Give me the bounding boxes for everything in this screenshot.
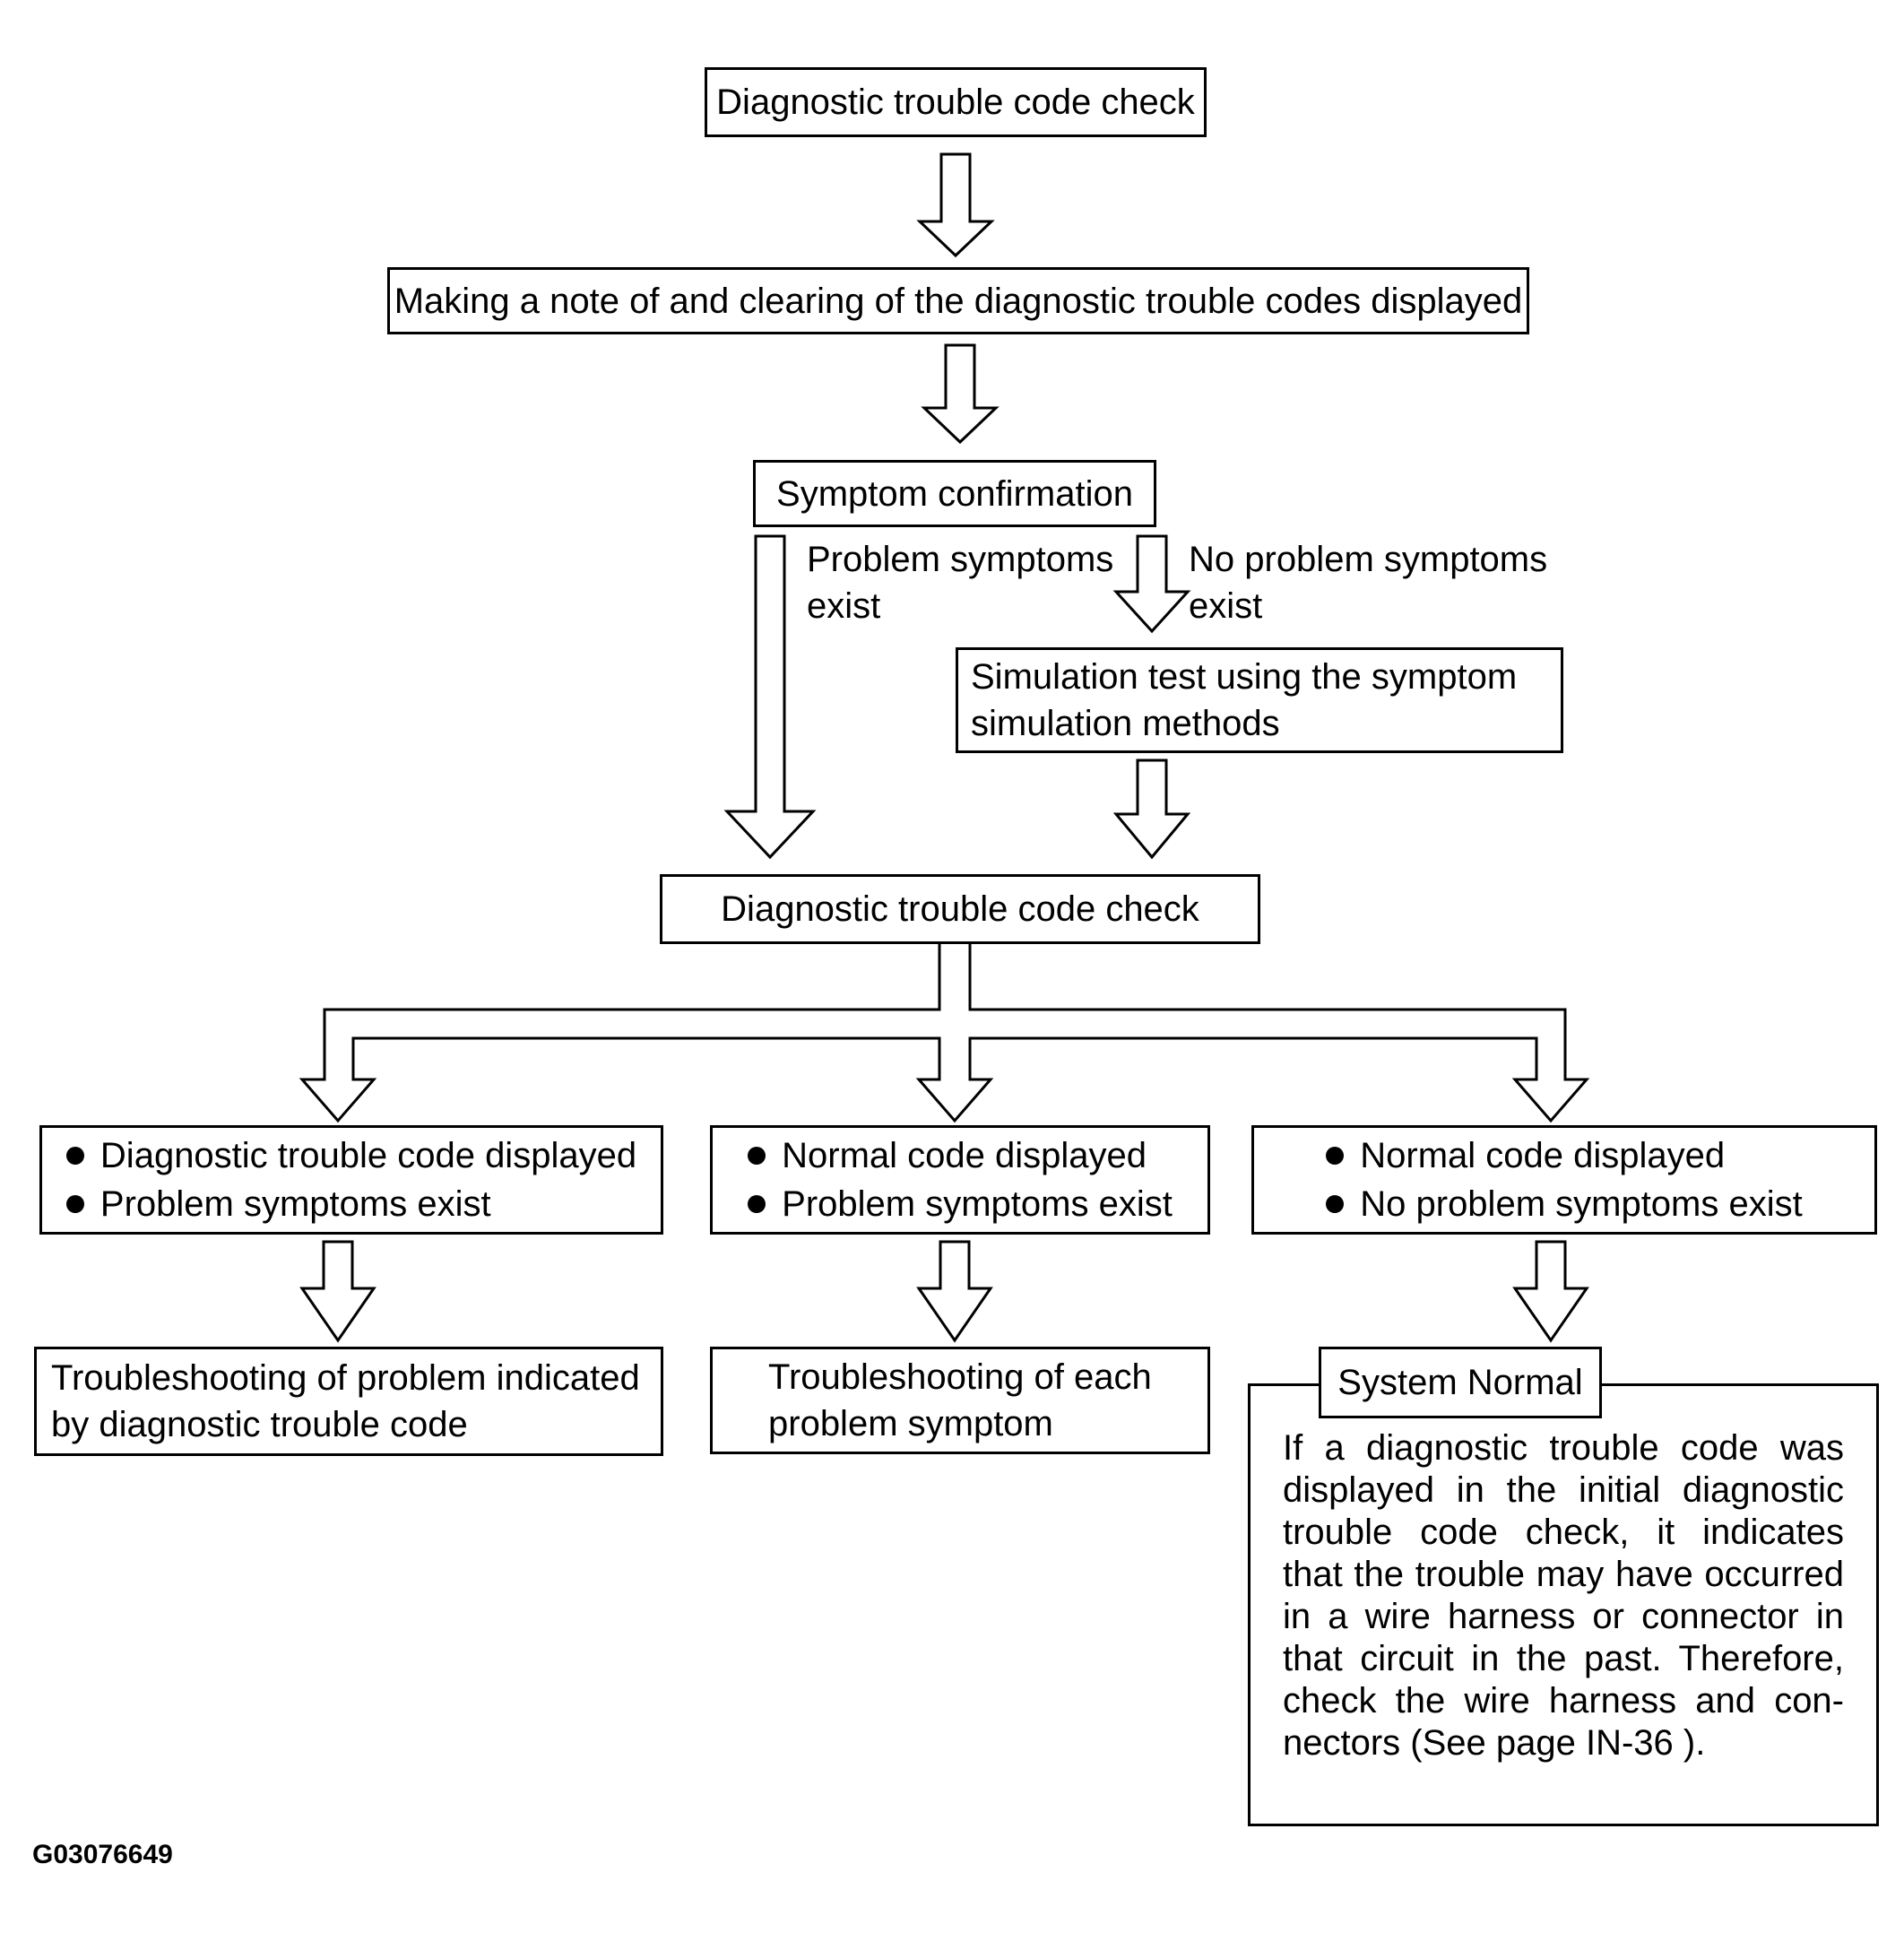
result-troubleshooting-by-dtc-line2: by diagnostic trouble code bbox=[51, 1405, 468, 1444]
step-dtc-check-1-label: Diagnostic trouble code check bbox=[716, 82, 1195, 122]
figure-id: G03076649 bbox=[32, 1840, 173, 1869]
bullet-icon bbox=[748, 1195, 766, 1213]
down-arrow-icon bbox=[921, 343, 1000, 445]
result-troubleshooting-by-dtc: Troubleshooting of problem indicated by … bbox=[34, 1347, 663, 1456]
system-normal-note-line: If a diagnostic trouble code was bbox=[1283, 1428, 1844, 1468]
outcome-item-label: No problem symptoms exist bbox=[1360, 1184, 1803, 1224]
step-dtc-check-2: Diagnostic trouble code check bbox=[660, 874, 1260, 944]
result-troubleshooting-each-symptom-line2: problem symptom bbox=[768, 1404, 1053, 1443]
outcome-item: Normal code displayed bbox=[1326, 1131, 1802, 1180]
outcome-item: Problem symptoms exist bbox=[65, 1180, 636, 1228]
outcome-normal-code-symptoms-exist: Normal code displayed Problem symptoms e… bbox=[710, 1125, 1210, 1235]
step-dtc-check-1: Diagnostic trouble code check bbox=[705, 67, 1207, 137]
bullet-icon bbox=[65, 1195, 84, 1213]
step-dtc-check-2-label: Diagnostic trouble code check bbox=[721, 889, 1199, 929]
outcome-dtc-displayed-symptoms-exist: Diagnostic trouble code displayed Proble… bbox=[39, 1125, 663, 1235]
result-troubleshooting-each-symptom-line1: Troubleshooting of each bbox=[768, 1357, 1152, 1397]
outcome-item-label: Problem symptoms exist bbox=[782, 1184, 1173, 1224]
branch-label-no-problem-symptoms-exist: No problem symptoms exist bbox=[1189, 540, 1548, 626]
outcome-normal-code-no-symptoms: Normal code displayed No problem symptom… bbox=[1251, 1125, 1877, 1235]
step-simulation-test-line2: simulation methods bbox=[971, 704, 1280, 743]
bullet-icon bbox=[1326, 1147, 1345, 1165]
system-normal-note-line: that the trouble may have occurred bbox=[1283, 1555, 1844, 1594]
result-troubleshooting-by-dtc-line1: Troubleshooting of problem indicated bbox=[51, 1358, 640, 1398]
outcome-item-label: Diagnostic trouble code displayed bbox=[100, 1136, 637, 1175]
bullet-icon bbox=[65, 1147, 84, 1165]
step-simulation-test: Simulation test using the symptom simula… bbox=[956, 647, 1563, 753]
outcome-item: Diagnostic trouble code displayed bbox=[65, 1131, 637, 1180]
step-symptom-confirmation: Symptom confirmation bbox=[753, 460, 1156, 527]
system-normal-note-line: nectors (See page IN-36 ). bbox=[1283, 1723, 1706, 1763]
result-system-normal: System Normal bbox=[1319, 1347, 1602, 1418]
outcome-item-label: Normal code displayed bbox=[782, 1136, 1147, 1175]
bullet-icon bbox=[1326, 1195, 1345, 1213]
down-arrow-icon bbox=[299, 1240, 376, 1343]
system-normal-note-line: that circuit in the past. Therefore, bbox=[1283, 1639, 1844, 1678]
down-arrow-icon bbox=[1512, 1240, 1589, 1343]
outcome-item-label: Normal code displayed bbox=[1360, 1136, 1726, 1175]
outcome-item: No problem symptoms exist bbox=[1326, 1180, 1803, 1228]
system-normal-note-line: trouble code check, it indicates bbox=[1283, 1513, 1844, 1552]
step-symptom-confirmation-label: Symptom confirmation bbox=[776, 473, 1133, 514]
outcome-item: Normal code displayed bbox=[748, 1131, 1173, 1180]
step-note-and-clear-codes: Making a note of and clearing of the dia… bbox=[387, 267, 1529, 334]
down-arrow-icon bbox=[723, 534, 817, 860]
down-arrow-icon bbox=[1112, 534, 1191, 634]
system-normal-note-line: check the wire harness and con- bbox=[1283, 1681, 1844, 1721]
down-arrow-icon bbox=[1112, 758, 1191, 860]
step-note-and-clear-codes-label: Making a note of and clearing of the dia… bbox=[394, 281, 1523, 321]
system-normal-note-line: displayed in the initial diagnostic bbox=[1283, 1470, 1844, 1510]
down-arrow-icon bbox=[916, 1240, 993, 1343]
down-arrow-icon bbox=[916, 152, 995, 258]
branch-label-problem-symptoms-exist: Problem symptoms exist bbox=[807, 540, 1114, 626]
step-simulation-test-line1: Simulation test using the symptom bbox=[971, 657, 1518, 697]
outcome-item: Problem symptoms exist bbox=[748, 1180, 1173, 1228]
system-normal-note: If a diagnostic trouble code was display… bbox=[1248, 1383, 1879, 1826]
system-normal-note-line: in a wire harness or connector in bbox=[1283, 1597, 1844, 1636]
bullet-icon bbox=[748, 1147, 766, 1165]
three-way-branch-connector bbox=[299, 940, 1590, 1123]
outcome-item-label: Problem symptoms exist bbox=[100, 1184, 491, 1224]
result-troubleshooting-each-symptom: Troubleshooting of each problem symptom bbox=[710, 1347, 1210, 1454]
result-system-normal-label: System Normal bbox=[1337, 1363, 1583, 1402]
